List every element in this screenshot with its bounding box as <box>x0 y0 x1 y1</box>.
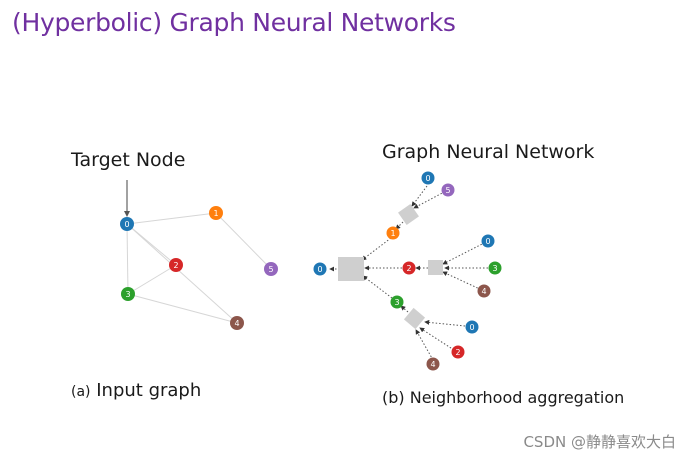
svg-text:4: 4 <box>481 287 486 296</box>
input-graph-nodes: 0 1 2 3 4 5 <box>120 206 278 330</box>
target-node-label: Target Node <box>71 149 186 171</box>
svg-text:0: 0 <box>485 237 490 246</box>
edge-2-3 <box>127 264 177 295</box>
watermark: CSDN @静静喜欢大白 <box>523 433 676 451</box>
svg-text:4: 4 <box>430 360 435 369</box>
svg-text:1: 1 <box>390 229 395 238</box>
graph-node-4: 4 <box>230 316 244 330</box>
tree-leaf-3-2: 2 <box>451 345 465 359</box>
edge-1-5 <box>215 212 272 270</box>
aggregator-box-2 <box>428 260 443 275</box>
caption-input-graph: (a) Input graph <box>71 380 201 401</box>
tree-leaf-3-0: 0 <box>465 320 479 334</box>
input-graph-edges <box>126 212 272 324</box>
svg-text:3: 3 <box>492 264 497 273</box>
graph-node-2: 2 <box>169 258 183 272</box>
input-graph: 0 1 2 3 4 5 <box>120 180 278 330</box>
tree-node-1: 1 <box>386 226 400 240</box>
tree-leaf-3-4: 4 <box>426 357 440 371</box>
tree-leaf-2-4: 4 <box>477 284 491 298</box>
aggregator-box-1 <box>398 204 419 225</box>
graph-node-4-label: 4 <box>234 319 239 328</box>
svg-text:3: 3 <box>394 298 399 307</box>
graph-node-3-label: 3 <box>125 290 130 299</box>
svg-text:0: 0 <box>469 323 474 332</box>
caption-a-tag: (a) <box>71 384 91 400</box>
svg-text:2: 2 <box>455 348 460 357</box>
svg-text:0: 0 <box>425 174 430 183</box>
graph-node-2-label: 2 <box>173 261 178 270</box>
graph-node-5-label: 5 <box>268 265 273 274</box>
tree-leaf-2-3: 3 <box>488 261 502 275</box>
graph-node-0: 0 <box>120 217 134 231</box>
graph-node-1: 1 <box>209 206 223 220</box>
graph-node-5: 5 <box>264 262 278 276</box>
tree-leaf-2-0: 0 <box>481 234 495 248</box>
svg-text:5: 5 <box>445 186 450 195</box>
gnn-header-label: Graph Neural Network <box>382 141 595 163</box>
aggregator-box-3 <box>403 307 426 330</box>
graph-node-0-label: 0 <box>124 220 129 229</box>
svg-text:2: 2 <box>406 264 411 273</box>
tree-root-node-0: 0 <box>313 262 327 276</box>
page-title: (Hyperbolic) Graph Neural Networks <box>12 8 456 37</box>
edge-0-1 <box>126 212 217 225</box>
edge-0-4 <box>126 223 238 324</box>
edge-0-3 <box>126 223 129 295</box>
caption-a-text: Input graph <box>96 380 202 401</box>
edge-3-4 <box>127 293 238 324</box>
tree-node-3: 3 <box>390 295 404 309</box>
graph-node-3: 3 <box>121 287 135 301</box>
tree-leaf-1-0: 0 <box>421 171 435 185</box>
root-aggregator-box <box>338 257 364 281</box>
aggregation-nodes: 0 1 2 3 0 5 0 3 4 0 2 4 <box>313 171 502 371</box>
graph-node-1-label: 1 <box>213 209 218 218</box>
svg-text:0: 0 <box>317 265 322 274</box>
caption-neighborhood-aggregation: (b) Neighborhood aggregation <box>382 388 625 407</box>
aggregation-edges <box>329 185 495 361</box>
tree-leaf-1-5: 5 <box>441 183 455 197</box>
tree-node-2: 2 <box>402 261 416 275</box>
aggregation-tree: 0 1 2 3 0 5 0 3 4 0 2 4 <box>313 171 502 371</box>
